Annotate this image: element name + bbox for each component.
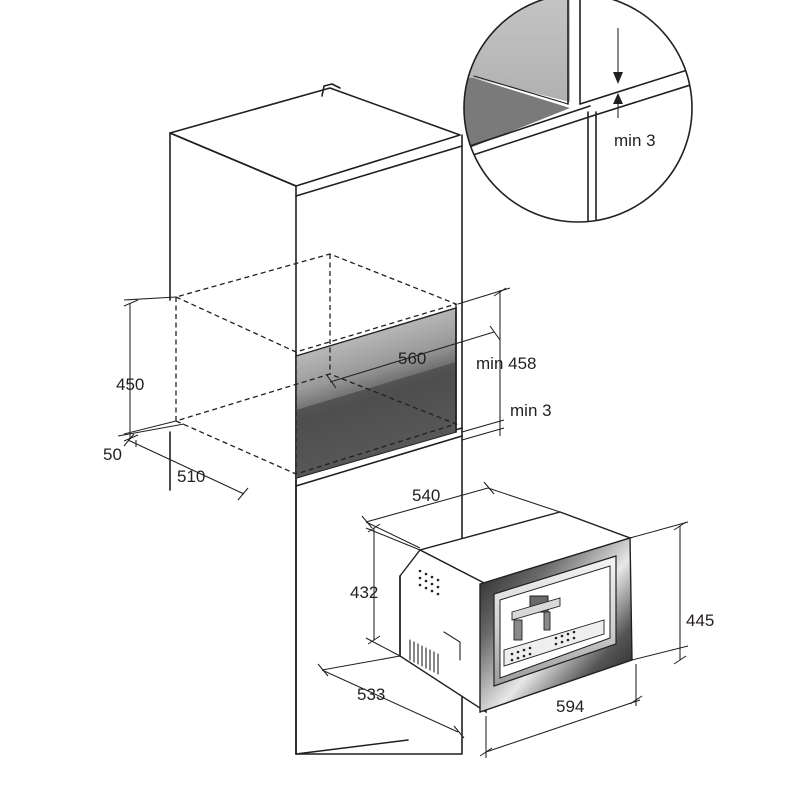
drip-tray: [503, 619, 605, 667]
label-450: 450: [116, 375, 144, 394]
dimension-560: 560: [325, 325, 501, 389]
dimension-594: 594: [479, 664, 643, 758]
label-min-3-niche: min 3: [510, 401, 552, 420]
label-50: 50: [103, 445, 122, 464]
dimension-510: 510: [123, 433, 249, 501]
label-560: 560: [398, 349, 426, 368]
niche-hidden-edges: [175, 253, 458, 475]
dimension-540: 540: [361, 481, 561, 549]
label-445: 445: [686, 611, 714, 630]
niche-cutout: [295, 307, 457, 479]
label-540: 540: [412, 486, 440, 505]
dimension-450: 450: [116, 296, 177, 442]
label-533: 533: [357, 685, 385, 704]
label-594: 594: [556, 697, 584, 716]
dimension-445: 445: [629, 521, 714, 665]
dimension-50: 50: [103, 423, 185, 464]
dimension-min3-niche: min 3: [461, 401, 552, 441]
label-min-458: min 458: [476, 354, 536, 373]
label-510: 510: [177, 467, 205, 486]
label-432: 432: [350, 583, 378, 602]
coffee-machine: [399, 511, 633, 714]
coffee-dispenser: [511, 595, 561, 641]
lower-vent-slots: [409, 639, 439, 675]
upper-vent-holes: [418, 569, 440, 596]
label-min-3-detail: min 3: [614, 131, 656, 150]
dimension-min458: min 458: [457, 287, 536, 428]
detail-gap-arrows: [613, 28, 623, 118]
dimension-533: 533: [317, 655, 465, 739]
dimension-432: 432: [350, 523, 421, 657]
detail-circle: min 3: [463, 0, 693, 223]
